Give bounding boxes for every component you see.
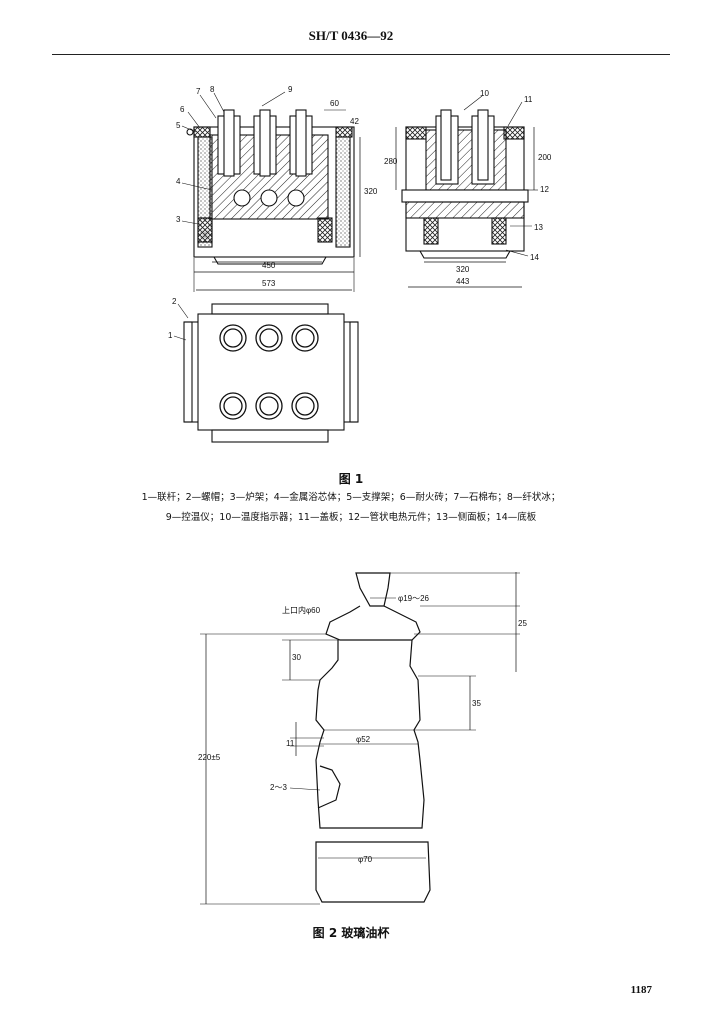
fig2-labels: φ19～26 上口内φ60 25 30 35 11 220±5 φ52 2～3 … <box>198 594 527 864</box>
mid-diameter: φ52 <box>356 735 371 744</box>
figure1-caption: 图 1 <box>338 472 364 486</box>
dim-h-right: 200 <box>538 153 552 162</box>
fig1-plan-view <box>173 303 359 443</box>
fig1-plan-callouts: 2 1 <box>168 297 177 340</box>
dim-outer-width: 573 <box>262 279 276 288</box>
callout-9: 9 <box>288 85 293 94</box>
callout-5: 5 <box>176 121 181 130</box>
callout-2: 2 <box>172 297 177 306</box>
fig2-oil-cup <box>200 572 520 905</box>
dim-side: 42 <box>350 117 359 126</box>
dim-height: 320 <box>364 187 378 196</box>
neck-label: φ19～26 <box>398 594 430 603</box>
header-rule <box>52 54 670 55</box>
fig1-left-section <box>181 91 361 292</box>
dim-inner-width-right: 320 <box>456 265 470 274</box>
dim-30: 30 <box>292 653 301 662</box>
fig1-left-dims: 60 42 320 450 573 <box>262 99 378 288</box>
dim-total: 220±5 <box>198 753 221 762</box>
figure2-caption: 图 2 玻璃油杯 <box>312 926 390 940</box>
fig1-right-dims: 280 200 320 443 <box>384 153 552 286</box>
dim-25: 25 <box>518 619 527 628</box>
callout-1: 1 <box>168 331 173 340</box>
wall-label: 2～3 <box>270 783 287 792</box>
callout-12: 12 <box>540 185 549 194</box>
callout-14: 14 <box>530 253 539 262</box>
dim-11: 11 <box>286 739 295 748</box>
callout-8: 8 <box>210 85 215 94</box>
callout-6: 6 <box>180 105 185 114</box>
dim-outer-width-right: 443 <box>456 277 470 286</box>
dim-35: 35 <box>472 699 481 708</box>
figure1-legend-line2: 9—控温仪；10—温度指示器；11—盖板；12—管状电热元件；13—侧面板；14… <box>165 512 537 523</box>
callout-3: 3 <box>176 215 181 224</box>
callout-7: 7 <box>196 87 201 96</box>
callout-13: 13 <box>534 223 543 232</box>
dim-top: 60 <box>330 99 339 108</box>
callout-4: 4 <box>176 177 181 186</box>
fig1-right-section <box>395 95 538 288</box>
dim-inner-width: 450 <box>262 261 276 270</box>
mouth-label: 上口内φ60 <box>282 605 321 615</box>
page-number: 1187 <box>630 984 652 996</box>
document-header: SH/T 0436—92 <box>308 28 394 43</box>
dim-h-left: 280 <box>384 157 398 166</box>
fig1-left-callouts: 7 8 9 6 5 4 3 <box>176 85 293 224</box>
figure1-legend-line1: 1—联杆；2—螺帽；3—炉架；4—金属浴芯体；5—支撑架；6—耐火砖；7—石棉布… <box>141 492 561 503</box>
fig1-right-callouts: 10 11 12 13 14 <box>480 89 549 262</box>
callout-10: 10 <box>480 89 489 98</box>
base-diameter: φ70 <box>358 855 373 864</box>
callout-11: 11 <box>524 95 533 104</box>
